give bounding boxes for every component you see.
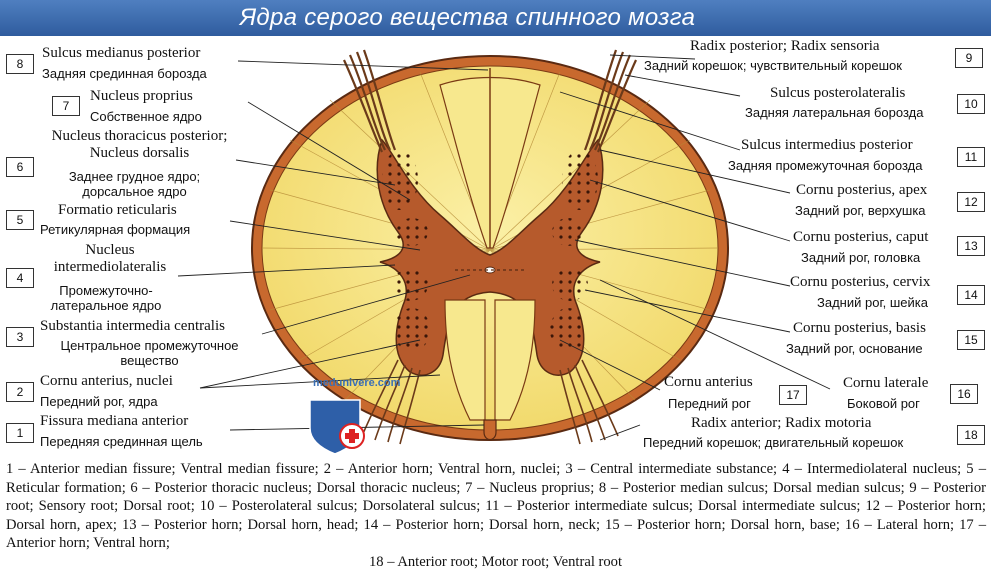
- label-number-10: 10: [957, 94, 985, 114]
- label-number-14: 14: [957, 285, 985, 305]
- label-russian-14: Задний рог, шейка: [817, 295, 928, 310]
- leader-lines: [177, 54, 831, 441]
- label-russian-4: Промежуточно-латеральное ядро: [50, 283, 162, 313]
- label-latin-17: Cornu anterius: [664, 374, 753, 390]
- label-number-4: 4: [6, 268, 34, 288]
- label-latin-11: Sulcus intermedius posterior: [741, 137, 913, 153]
- label-latin-5: Formatio reticularis: [58, 202, 177, 218]
- label-latin-18: Radix anterior; Radix motoria: [691, 415, 872, 431]
- label-russian-2: Передний рог, ядра: [40, 394, 158, 409]
- label-number-2: 2: [6, 382, 34, 402]
- label-russian-11: Задняя промежуточная борозда: [728, 158, 923, 173]
- label-latin-8: Sulcus medianus posterior: [42, 45, 201, 61]
- anterior-columns: [444, 299, 536, 421]
- label-number-17: 17: [779, 385, 807, 405]
- label-latin-2: Cornu anterius, nuclei: [40, 373, 173, 389]
- label-number-16: 16: [950, 384, 978, 404]
- label-number-11: 11: [957, 147, 985, 167]
- label-russian-15: Задний рог, основание: [786, 341, 923, 356]
- label-latin-15: Cornu posterius, basis: [793, 320, 926, 336]
- nuclei-dots: [382, 150, 598, 352]
- label-latin-9: Radix posterior; Radix sensoria: [690, 38, 880, 54]
- label-russian-17: Передний рог: [668, 396, 751, 411]
- label-latin-10: Sulcus posterolateralis: [770, 85, 906, 101]
- label-russian-5: Ретикулярная формация: [40, 222, 191, 237]
- label-russian-10: Задняя латеральная борозда: [745, 105, 924, 120]
- figure-caption: 1 – Anterior median fissure; Ventral med…: [6, 461, 986, 552]
- label-number-1: 1: [6, 423, 34, 443]
- label-number-18: 18: [957, 425, 985, 445]
- label-number-15: 15: [957, 330, 985, 350]
- label-latin-12: Cornu posterius, apex: [796, 182, 928, 198]
- label-russian-12: Задний рог, верхушка: [795, 203, 926, 218]
- label-number-7: 7: [52, 96, 80, 116]
- label-number-6: 6: [6, 157, 34, 177]
- watermark-logo: [309, 399, 365, 455]
- label-russian-8: Задняя срединная борозда: [42, 66, 207, 81]
- label-latin-3: Substantia intermedia centralis: [40, 318, 225, 334]
- page-title: Ядра серого вещества спинного мозга: [239, 4, 696, 31]
- label-latin-6: Nucleus thoracicus posterior; Nucleus do…: [51, 128, 228, 161]
- figure-caption-last-line: 18 – Anterior root; Motor root; Ventral …: [368, 554, 623, 570]
- anterior-median-fissure: [483, 419, 497, 441]
- label-latin-1: Fissura mediana anterior: [40, 413, 189, 429]
- label-latin-14: Cornu posterius, cervix: [790, 274, 931, 290]
- label-russian-9: Задний корешок; чувствительный корешок: [644, 58, 902, 73]
- label-latin-7: Nucleus proprius: [90, 88, 193, 104]
- label-number-8: 8: [6, 54, 34, 74]
- label-latin-16: Cornu laterale: [843, 375, 929, 391]
- label-number-5: 5: [6, 210, 34, 230]
- label-number-13: 13: [957, 236, 985, 256]
- label-number-3: 3: [6, 327, 34, 347]
- label-russian-16: Боковой рог: [847, 396, 920, 411]
- label-russian-1: Передняя срединная щель: [40, 434, 203, 449]
- label-latin-4: Nucleus intermediolateralis: [53, 242, 167, 275]
- label-russian-3: Центральное промежуточное вещество: [60, 338, 239, 368]
- anterior-roots: [361, 359, 619, 445]
- label-latin-13: Cornu posterius, caput: [793, 229, 929, 245]
- label-number-9: 9: [955, 48, 983, 68]
- label-number-12: 12: [957, 192, 985, 212]
- watermark-text: medunivere.com: [313, 377, 401, 389]
- label-russian-7: Собственное ядро: [90, 109, 202, 124]
- title-bar: Ядра серого вещества спинного мозга: [0, 0, 991, 36]
- label-russian-13: Задний рог, головка: [801, 250, 921, 265]
- label-russian-6: Заднее грудное ядро; дорсальное ядро: [68, 169, 201, 199]
- label-russian-18: Передний корешок; двигательный корешок: [643, 435, 904, 450]
